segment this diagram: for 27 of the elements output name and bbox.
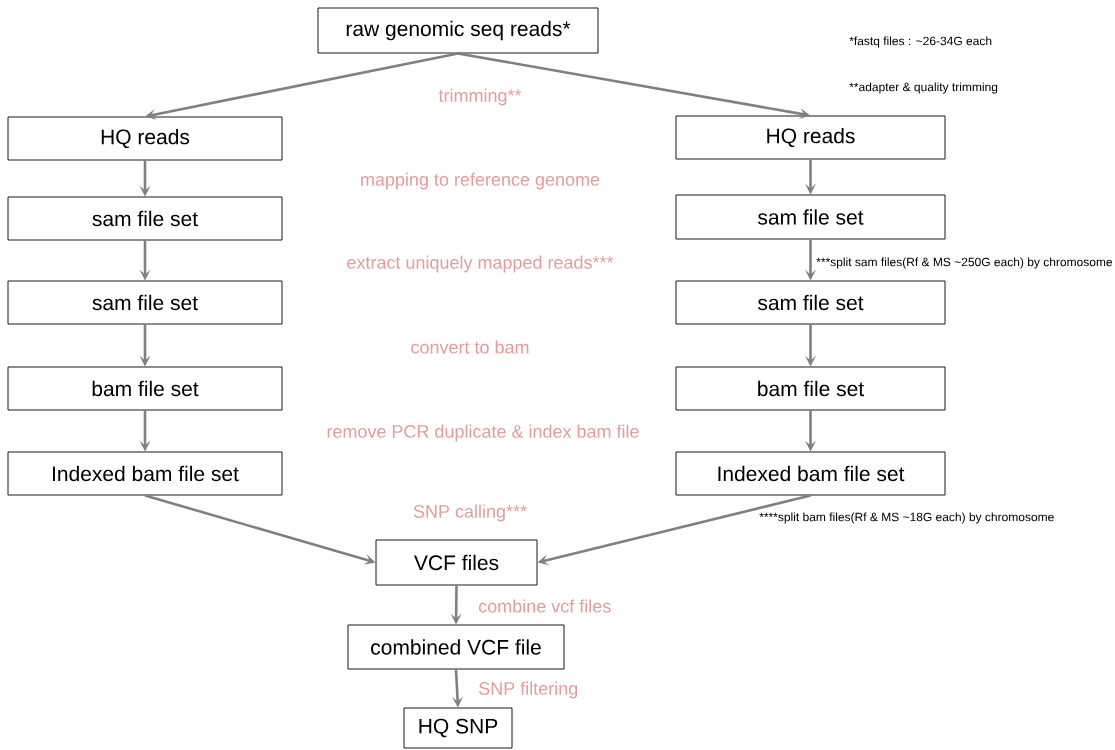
process-box: sam file set	[675, 280, 946, 325]
footnote: **adapter & quality trimming	[849, 82, 998, 94]
footnote: *fastq files : ~26-34G each	[849, 36, 992, 48]
process-box: combined VCF file	[347, 624, 565, 670]
process-box: HQ reads	[675, 115, 946, 160]
arrow	[145, 52, 459, 120]
step-label: remove PCR duplicate & index bam file	[327, 424, 639, 442]
process-box: bam file set	[675, 366, 946, 411]
process-box: Indexed bam file set	[675, 451, 946, 496]
footnote: ****split bam files(Rf & MS ~18G each) by chromosome	[759, 512, 1054, 524]
step-label: SNP calling***	[413, 504, 527, 522]
step-label: mapping to reference genome	[361, 172, 600, 190]
process-box: sam file set	[7, 280, 283, 325]
step-label: trimming**	[438, 88, 522, 106]
process-box: HQ reads	[7, 116, 283, 161]
process-box: VCF files	[375, 539, 538, 586]
step-label: combine vcf files	[479, 599, 611, 613]
step-label: SNP filtering	[479, 681, 578, 699]
process-box: HQ SNP	[403, 707, 513, 749]
step-label: extract uniquely mapped reads***	[347, 255, 614, 273]
process-box: sam file set	[7, 196, 283, 241]
process-box: raw genomic seq reads*	[317, 7, 599, 54]
step-label: convert to bam	[411, 340, 529, 354]
process-box: sam file set	[675, 194, 946, 240]
footnote: ***split sam files(Rf & MS ~250G each) by chromosome	[816, 257, 1113, 269]
process-box: Indexed bam file set	[7, 451, 283, 496]
process-box: bam file set	[7, 366, 283, 411]
